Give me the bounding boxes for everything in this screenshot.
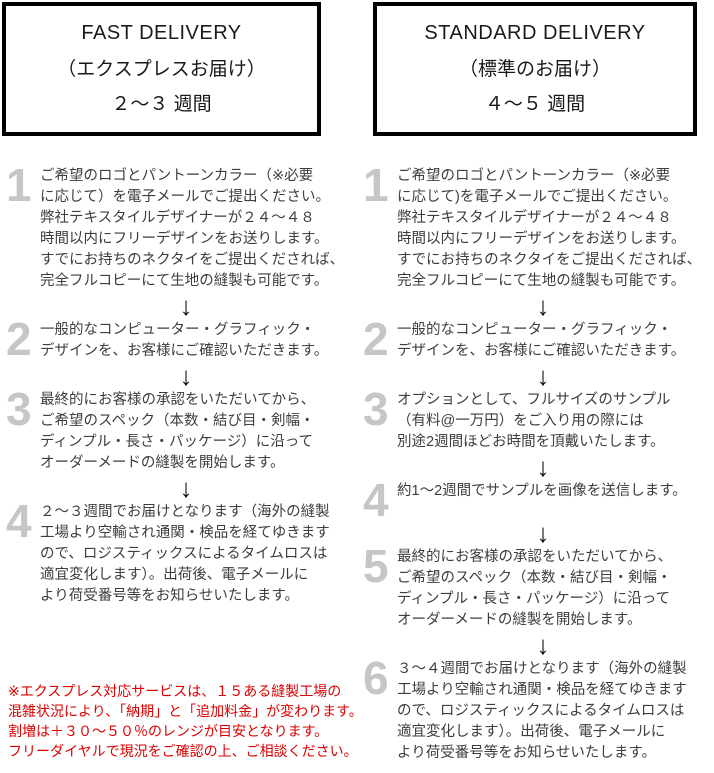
arrow-down-icon: ↓ <box>179 361 193 391</box>
step-number: 3 <box>6 383 32 435</box>
flow-arrow-row: ↓ <box>46 474 326 502</box>
step-text: ２～３週間でお届けとなります（海外の縫製 工場より空輸され通関・検品を経てゆきま… <box>40 504 330 604</box>
arrow-down-icon: ↓ <box>536 452 550 482</box>
step-number: 4 <box>6 495 32 547</box>
standard-delivery-title: STANDARD DELIVERY <box>424 22 646 45</box>
arrow-down-icon: ↓ <box>536 361 550 391</box>
step-text: 最終的にお客様の承認をいただいてから、 ご希望のスペック（本数・結び目・剣幅・ … <box>40 392 316 471</box>
step-number: 6 <box>363 652 389 704</box>
arrow-down-icon: ↓ <box>179 473 193 503</box>
step-number: 2 <box>6 313 32 365</box>
flow-arrow-row: ↓ <box>403 362 683 390</box>
flow-arrow-row: ↓ <box>46 362 326 390</box>
step-text: 一般的なコンピューター・グラフィック・ デザインを、お客様にご確認いただきます。 <box>40 322 329 359</box>
step-number: 2 <box>363 313 389 365</box>
arrow-down-icon: ↓ <box>536 630 550 660</box>
step-text: 約1～2週間でサンプルを画像を送信します。 <box>397 483 687 499</box>
fast-delivery-subtitle: （エクスプレスお届け） <box>57 58 266 80</box>
arrow-down-icon: ↓ <box>536 291 550 321</box>
flow-arrow-row: ↓ <box>46 292 326 320</box>
standard-delivery-subtitle: （標準のお届け） <box>458 58 611 80</box>
step-number: 3 <box>363 383 389 435</box>
fast-delivery-title: FAST DELIVERY <box>81 22 242 45</box>
step-text: 一般的なコンピューター・グラフィック・ デザインを、お客様にご確認いただきます。 <box>397 322 686 359</box>
step-text: ご希望のロゴとパントーンカラー（※必要 に応じて）を電子メールでご提出ください。… <box>40 168 345 289</box>
flow-arrow-row: ↓ <box>403 519 683 547</box>
flow-arrow-row: ↓ <box>403 453 683 481</box>
standard-delivery-header-box: STANDARD DELIVERY （標準のお届け） ４～５ 週間 <box>373 2 697 136</box>
fast-delivery-header-box: FAST DELIVERY （エクスプレスお届け） ２～３ 週間 <box>2 2 321 136</box>
step-number: 4 <box>363 474 389 526</box>
flow-arrow-row: ↓ <box>403 292 683 320</box>
arrow-down-icon: ↓ <box>179 291 193 321</box>
step-number: 1 <box>6 159 32 211</box>
step-number: 5 <box>363 540 389 592</box>
step-text: 最終的にお客様の承認をいただいてから、 ご希望のスペック（本数・結び目・剣幅・ … <box>397 549 673 628</box>
standard-delivery-duration: ４～５ 週間 <box>484 93 586 115</box>
arrow-down-icon: ↓ <box>536 518 550 548</box>
express-warning-note: ※エクスプレス対応サービスは、１５ある縫製工場の 混雑状況により、「納期」と「追… <box>8 683 363 759</box>
step-text: オプションとして、フルサイズのサンプル （有料@一万円）をご入り用の際には 別途… <box>397 392 671 450</box>
step-text: ３～４週間でお届けとなります（海外の縫製 工場より空輸され通関・検品を経てゆきま… <box>397 661 687 761</box>
step-number: 1 <box>363 159 389 211</box>
flow-arrow-row: ↓ <box>403 631 683 659</box>
step-text: ご希望のロゴとパントーンカラー（※必要 に応じて)を電子メールでご提出ください。… <box>397 168 702 289</box>
step-standard-4: 4 約1～2週間でサンプルを画像を送信します。 <box>357 474 714 526</box>
fast-delivery-duration: ２～３ 週間 <box>111 93 212 115</box>
